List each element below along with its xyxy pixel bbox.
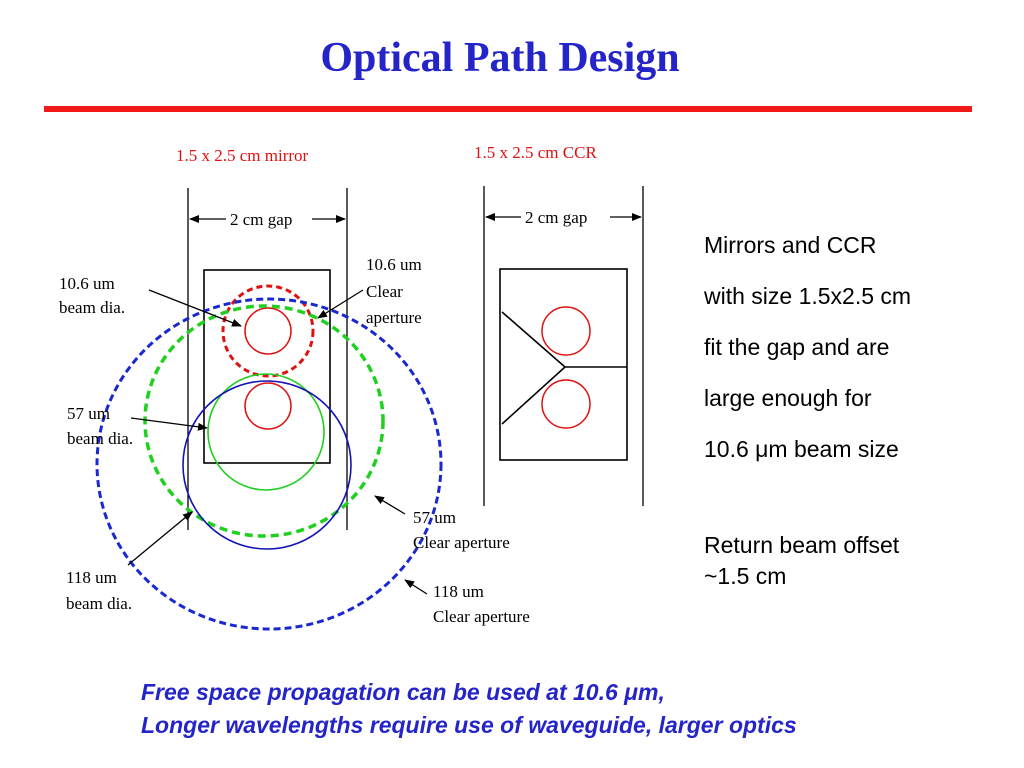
clear-aperture-10um: [221, 284, 315, 378]
clear-57um-label-l2: Clear aperture: [413, 533, 510, 552]
ccr-edge-lower: [501, 366, 566, 425]
clear-aperture-57um: [143, 304, 385, 538]
pointer-beam-10um: [148, 289, 242, 327]
pointer-beam-118um: [127, 511, 193, 566]
side-note-line-1: Mirrors and CCR: [704, 232, 877, 258]
gap-right-label: 2 cm gap: [525, 208, 587, 227]
side-note: Mirrors and CCR with size 1.5x2.5 cm fit…: [704, 220, 1004, 475]
clear-57um-label-l1: 57 um: [413, 508, 456, 527]
pointer-clear-10um: [317, 289, 364, 319]
clear-10um-label-l1: 10.6 um: [366, 255, 422, 274]
ccr-beam-spot-upper: [541, 306, 591, 356]
beam-57um-label-l1: 57 um: [67, 404, 110, 423]
pointer-beam-57um: [130, 417, 208, 431]
beam-offset-line-2: ~1.5 cm: [704, 563, 787, 589]
slide-title: Optical Path Design: [320, 35, 680, 81]
mirror-beam-spot-upper: [244, 307, 292, 355]
clear-10um-label-l3: aperture: [366, 308, 422, 327]
ccr-rect: [499, 268, 628, 461]
side-note-line-2: with size 1.5x2.5 cm: [704, 283, 912, 309]
beam-118um: [182, 380, 352, 550]
clear-118um-label-l1: 118 um: [433, 582, 484, 601]
title-rule: [44, 106, 972, 112]
mirror-rect: [203, 269, 331, 464]
beam-offset-line-1: Return beam offset: [704, 532, 900, 558]
beam-57um-label-l2: beam dia.: [67, 429, 133, 448]
pointer-clear-118um: [404, 579, 428, 595]
beam-118um-label-l1: 118 um: [66, 568, 117, 587]
beam-offset-note: Return beam offset ~1.5 cm: [704, 530, 1004, 592]
clear-10um-label-l2: Clear: [366, 282, 403, 301]
pointer-clear-57um: [374, 495, 406, 515]
side-note-line-5: 10.6 μm beam size: [704, 436, 899, 462]
beam-10um-label-l1: 10.6 um: [59, 274, 115, 293]
side-note-line-3: fit the gap and are: [704, 334, 890, 360]
beam-57um: [207, 373, 325, 491]
mirror-header: 1.5 x 2.5 cm mirror: [176, 146, 309, 165]
ccr-edge-upper: [501, 311, 566, 368]
side-note-line-4: large enough for: [704, 385, 872, 411]
ccr-header: 1.5 x 2.5 cm CCR: [474, 143, 597, 162]
beam-10um-label-l2: beam dia.: [59, 298, 125, 317]
footer-line-2: Longer wavelengths require use of wavegu…: [141, 712, 797, 738]
beam-118um-label-l2: beam dia.: [66, 594, 132, 613]
ccr-beam-spot-lower: [541, 379, 591, 429]
clear-aperture-118um: [95, 297, 443, 631]
footer-note: Free space propagation can be used at 10…: [141, 676, 1001, 742]
footer-line-1: Free space propagation can be used at 10…: [141, 679, 665, 705]
gap-left-label: 2 cm gap: [230, 210, 292, 229]
mirror-beam-spot-lower: [244, 382, 292, 430]
clear-118um-label-l2: Clear aperture: [433, 607, 530, 626]
